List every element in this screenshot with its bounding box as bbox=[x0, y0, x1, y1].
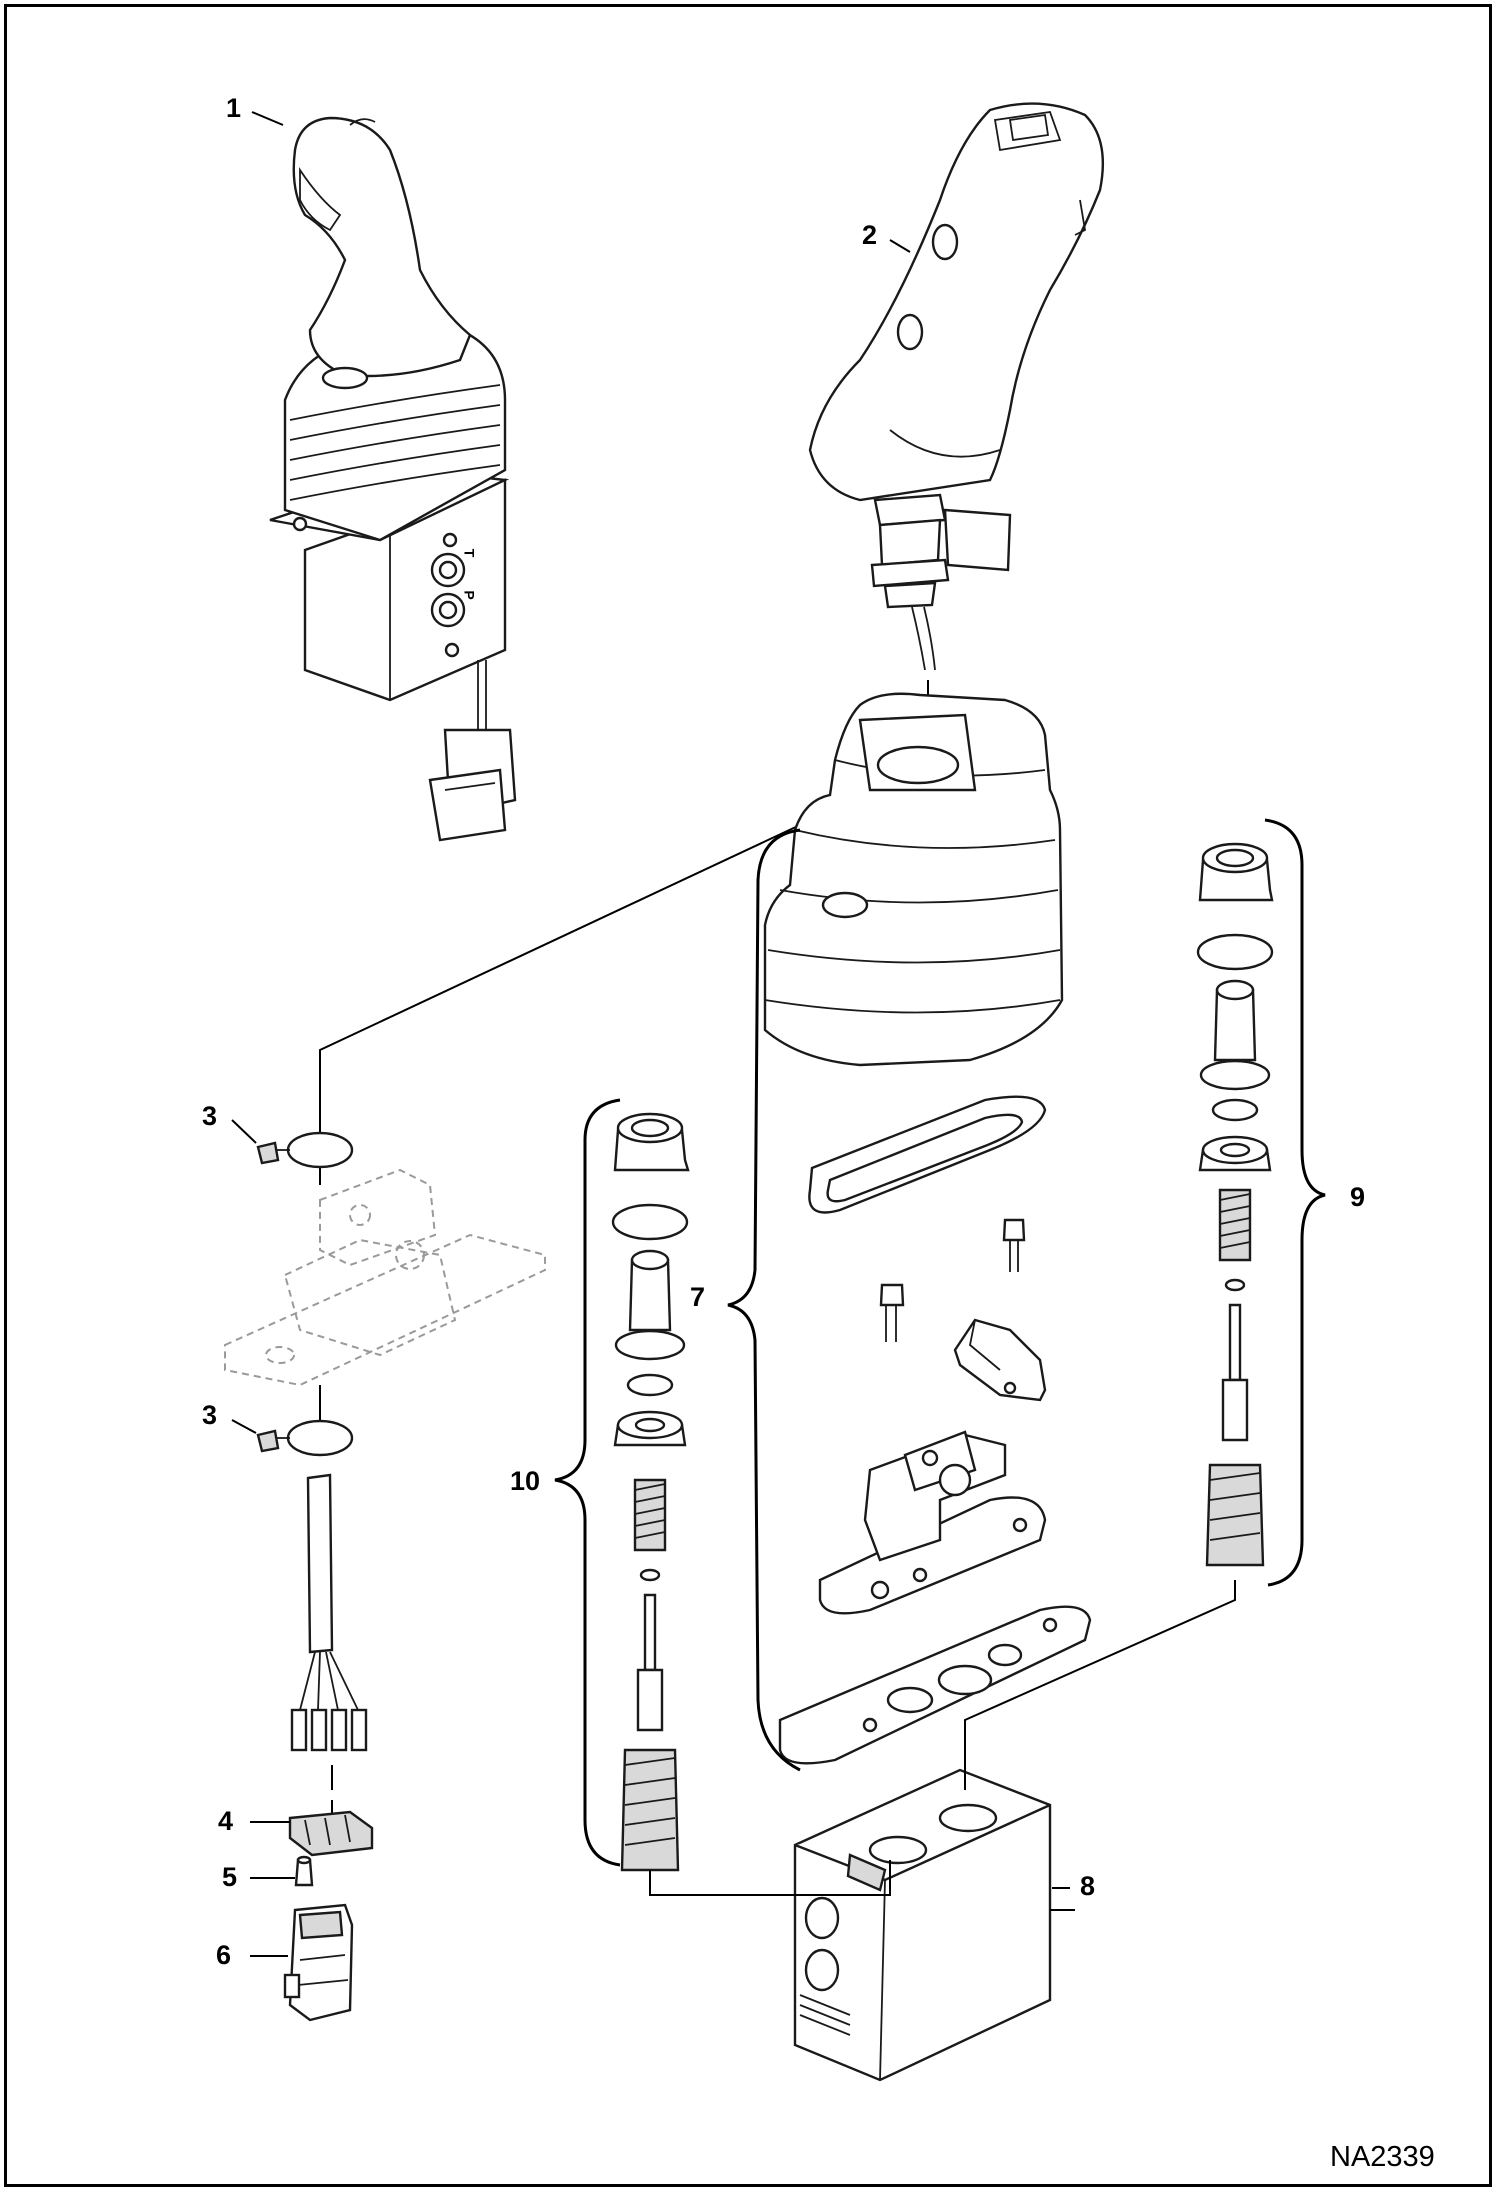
part-5-terminal-pin bbox=[294, 1855, 314, 1887]
ghost-reference-plate bbox=[224, 1168, 546, 1387]
callout-4: 4 bbox=[218, 1806, 234, 1836]
brace-part-10 bbox=[554, 1098, 621, 1867]
callout-3-lower: 3 bbox=[202, 1400, 218, 1430]
gasket-ring bbox=[808, 1095, 1047, 1214]
part-3-cable-tie-upper bbox=[256, 1131, 354, 1169]
mounting-screws bbox=[879, 1218, 1026, 1342]
callout-2: 2 bbox=[862, 220, 878, 250]
base-plate bbox=[778, 1605, 1092, 1765]
callout-3-upper: 3 bbox=[202, 1101, 218, 1131]
gimbal-base bbox=[818, 1430, 1047, 1615]
bellows-boot bbox=[763, 692, 1064, 1067]
brace-part-7 bbox=[727, 828, 801, 1772]
drawing-frame bbox=[4, 4, 1492, 2187]
wiring-harness bbox=[290, 1473, 368, 1850]
callout-7: 7 bbox=[690, 1282, 706, 1312]
brace-part-9 bbox=[1264, 818, 1326, 1587]
part-2-handle bbox=[319, 102, 1105, 1185]
part-3-cable-tie-lower bbox=[256, 1419, 354, 1457]
callout-10: 10 bbox=[510, 1466, 541, 1496]
part-9-valve-stack bbox=[964, 842, 1274, 1790]
drawing-id: NA2339 bbox=[1330, 2141, 1435, 2173]
callout-6: 6 bbox=[216, 1940, 232, 1970]
part-1-joystick-assembly bbox=[269, 116, 517, 842]
part-6-connector-housing bbox=[283, 1903, 354, 2022]
callout-leaders bbox=[231, 111, 1070, 1957]
callout-9: 9 bbox=[1350, 1182, 1366, 1212]
port-label-t: T bbox=[461, 548, 478, 558]
port-label-p: P bbox=[461, 590, 478, 600]
callout-1: 1 bbox=[226, 93, 242, 123]
part-8-valve-body bbox=[793, 1768, 1075, 2082]
callout-5: 5 bbox=[222, 1862, 238, 1892]
part-4-wedge-lock bbox=[288, 1810, 374, 1857]
callout-8: 8 bbox=[1080, 1871, 1096, 1901]
retaining-bracket bbox=[953, 1318, 1047, 1402]
part-10-valve-stack bbox=[611, 1112, 891, 1896]
